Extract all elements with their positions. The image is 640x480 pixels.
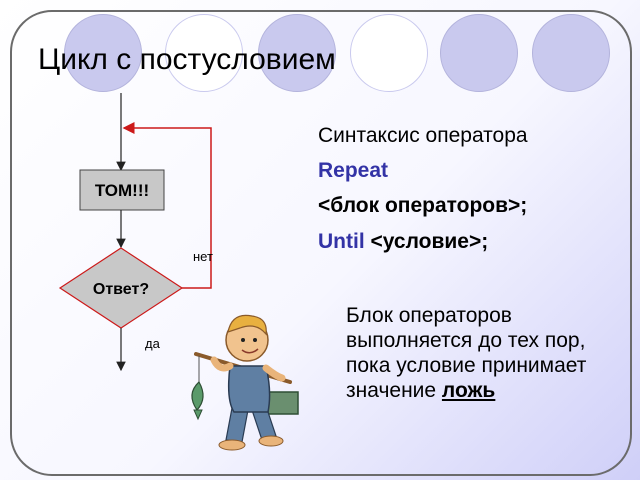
fishing-boy-illustration: [191, 314, 299, 451]
yes-label: да: [145, 336, 161, 351]
decor-circle: [165, 14, 243, 92]
description-text: Блок операторов выполняется до тех пор, …: [346, 304, 587, 402]
slide-title: Цикл с постусловием: [38, 43, 336, 76]
keyword-until: Until: [318, 230, 365, 253]
decor-circle: [440, 14, 518, 92]
loop-back-arrow: [122, 122, 212, 289]
description: Блок операторов выполняется до тех пор, …: [346, 303, 618, 403]
syntax-until-line: Until <условие>;: [318, 230, 488, 254]
action-block-label: ТОМ!!!: [95, 181, 149, 200]
description-emphasis: ложь: [441, 379, 496, 402]
syntax-condition: <условие>;: [370, 230, 489, 253]
syntax-block: <блок операторов>;: [318, 194, 528, 217]
slide-frame: [10, 10, 632, 476]
decor-circle: [350, 14, 428, 92]
decor-circle: [258, 14, 336, 92]
syntax-heading: Синтаксис оператора: [318, 124, 528, 147]
keyword-repeat: Repeat: [318, 159, 389, 182]
no-label: нет: [193, 249, 213, 264]
condition-label: Ответ?: [93, 281, 149, 298]
action-block: [79, 169, 165, 211]
decor-circle: [64, 14, 142, 92]
